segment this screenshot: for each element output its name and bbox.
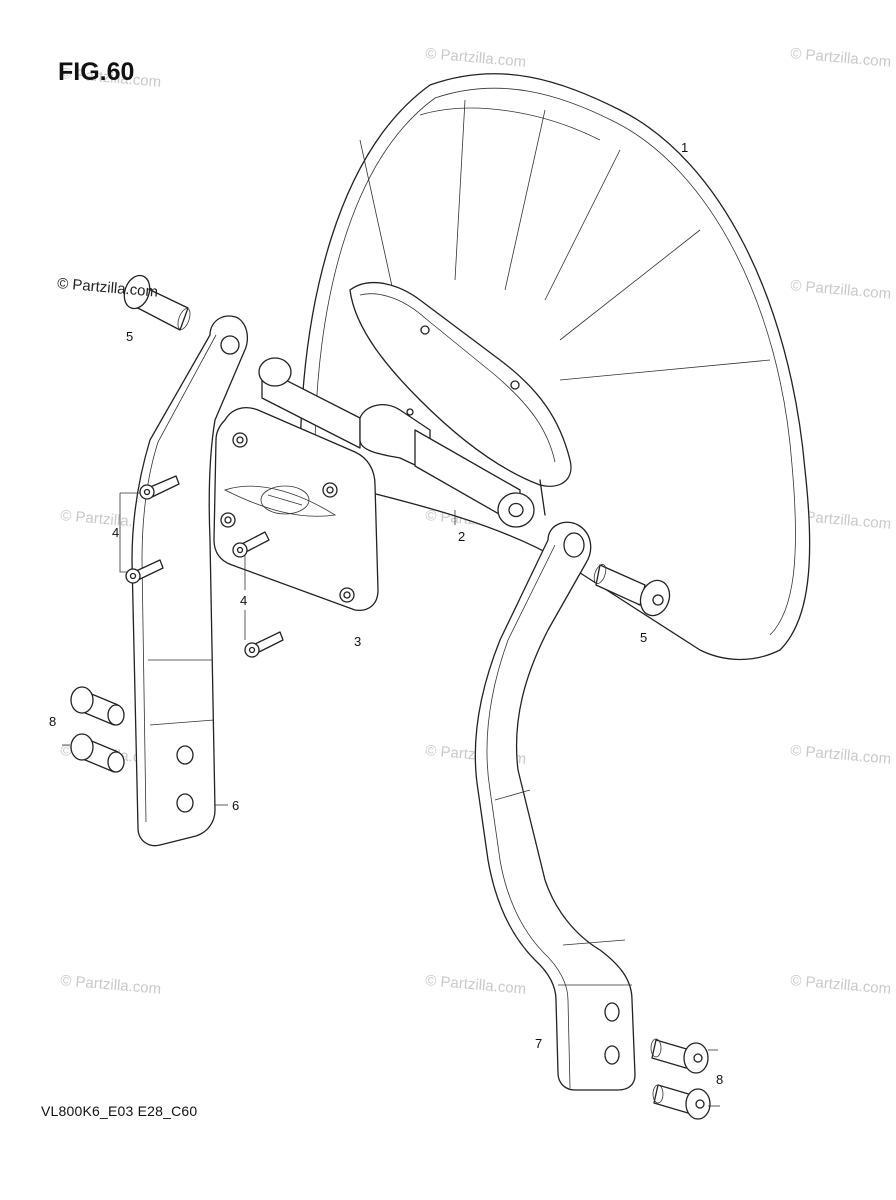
- callout-1: 1: [681, 140, 688, 155]
- watermark: © Partzilla.com: [425, 972, 527, 998]
- watermark: © Partzilla.com: [790, 742, 892, 768]
- figure-code: VL800K6_E03 E28_C60: [41, 1103, 198, 1119]
- watermark: © Partzilla.com: [790, 972, 892, 998]
- collar-8-a: [70, 686, 125, 726]
- watermark: © Partzilla.com: [60, 972, 162, 998]
- callout-6: 6: [232, 798, 239, 813]
- callout-8: 8: [716, 1072, 723, 1087]
- bolt-8-b: [652, 1084, 711, 1120]
- right-stay: [474, 521, 636, 1091]
- watermark: © Partzilla.com: [790, 45, 892, 71]
- bolt-4-c: [232, 531, 270, 558]
- callouts: 1 2 3 4 4 5 5 6 7 8 8: [49, 140, 723, 1087]
- pipe-spacer: [258, 357, 535, 528]
- emblem-plate: [213, 407, 379, 611]
- callout-2: 2: [458, 529, 465, 544]
- callout-3: 3: [354, 634, 361, 649]
- leader-lines: [62, 492, 720, 1107]
- callout-7: 7: [535, 1036, 542, 1051]
- left-stay: [131, 315, 249, 847]
- callout-8: 8: [49, 714, 56, 729]
- backrest-pad: [299, 73, 811, 661]
- watermark: © Partzilla.com: [790, 277, 892, 303]
- collar-8-b: [70, 733, 125, 773]
- watermark: © Partzilla.com: [425, 45, 527, 71]
- bolt-5-left: [123, 274, 191, 331]
- bolt-8-a: [650, 1038, 709, 1074]
- callout-5: 5: [640, 630, 647, 645]
- callout-4: 4: [240, 593, 247, 608]
- bolts: [70, 274, 711, 1120]
- bolt-4-b: [125, 559, 164, 584]
- figure-title: FIG.60: [58, 58, 135, 86]
- callout-5: 5: [126, 329, 133, 344]
- bolt-5-right: [593, 564, 671, 617]
- bolt-4-a: [139, 475, 180, 500]
- bolt-4-d: [244, 631, 284, 658]
- callout-4: 4: [112, 525, 119, 540]
